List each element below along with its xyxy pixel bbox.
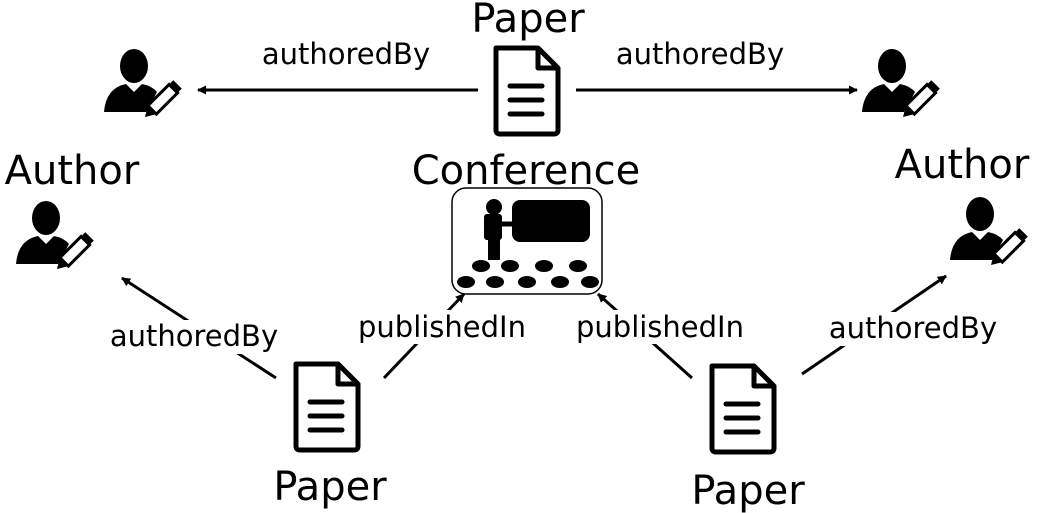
edge-label-published-in: publishedIn	[576, 310, 744, 344]
author-icon	[102, 47, 184, 123]
node-conference: Conference	[412, 148, 641, 295]
node-label-author: Author	[895, 142, 1030, 188]
node-label-paper: Paper	[273, 464, 387, 510]
author-icon	[860, 47, 942, 123]
node-paper-top: Paper	[471, 0, 585, 134]
node-label-paper: Paper	[691, 468, 805, 513]
node-paper-bottom-right: Paper	[691, 366, 805, 513]
node-label-conference: Conference	[412, 148, 641, 194]
edge-label-authored-by: authoredBy	[616, 37, 784, 71]
node-author-top-left	[102, 47, 184, 123]
document-icon	[496, 48, 558, 134]
edge-label-published-in: publishedIn	[358, 310, 526, 344]
author-icon	[948, 195, 1030, 271]
author-icon	[14, 199, 96, 275]
node-paper-bottom-left: Paper	[273, 364, 387, 510]
edge-label-authored-by: authoredBy	[829, 311, 997, 345]
node-label-paper: Paper	[471, 0, 585, 42]
node-author-left: Author	[5, 148, 140, 275]
edge-labels: authoredBy authoredBy authoredBy publish…	[100, 37, 1008, 354]
edge-label-authored-by: authoredBy	[110, 319, 278, 353]
conference-presentation-icon	[451, 187, 603, 295]
node-label-author: Author	[5, 148, 140, 194]
node-author-top-right	[860, 47, 942, 123]
document-icon	[712, 366, 774, 452]
edge-label-authored-by: authoredBy	[262, 37, 430, 71]
node-author-right: Author	[895, 142, 1030, 271]
document-icon	[296, 364, 358, 450]
